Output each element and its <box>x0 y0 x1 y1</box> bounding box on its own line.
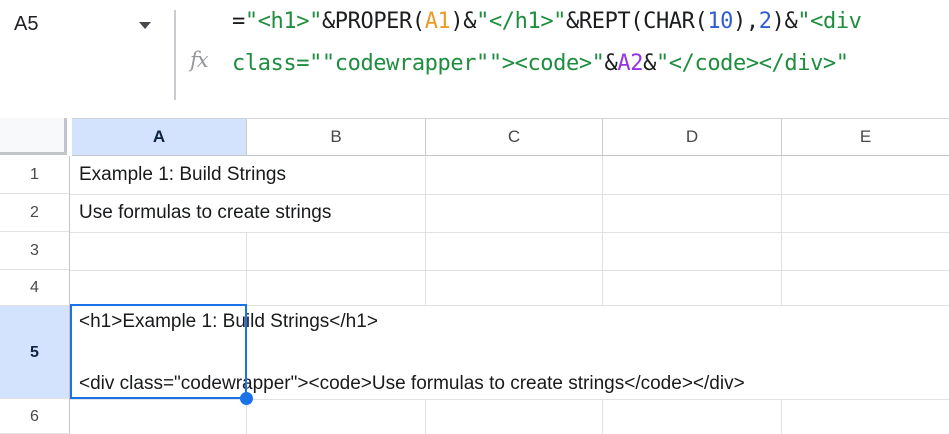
formula-bar-line-2[interactable]: class=""codewrapper""><code>"&A2&"</code… <box>232 49 849 79</box>
formula-token: 2 <box>758 9 772 34</box>
gridline <box>70 305 949 306</box>
gridline <box>70 399 949 400</box>
gridline <box>70 194 949 195</box>
formula-token: A1 <box>424 9 451 34</box>
gridline <box>781 156 782 306</box>
formula-token: &REPT(CHAR( <box>566 9 708 34</box>
formula-token: &PROPER( <box>321 9 425 34</box>
gridline <box>602 399 603 434</box>
formula-token: A2 <box>617 51 644 76</box>
row-header-5[interactable]: 5 <box>0 306 69 399</box>
column-header-b[interactable]: B <box>246 119 425 155</box>
namebox-formula-divider <box>174 10 176 100</box>
formula-token: = <box>232 9 245 34</box>
formula-token: class=""codewrapper""><code>" <box>232 51 605 76</box>
row-header-1[interactable]: 1 <box>0 156 69 194</box>
gridline <box>246 399 247 434</box>
column-header-e[interactable]: E <box>781 119 949 155</box>
cell-a2[interactable]: Use formulas to create strings <box>79 202 332 223</box>
gridline <box>425 156 426 306</box>
cell-a5-result-line-1[interactable]: <h1>Example 1: Build Strings</h1> <box>79 311 378 332</box>
gridline <box>70 270 949 271</box>
column-header-a[interactable]: A <box>72 119 246 155</box>
formula-token: )& <box>771 9 798 34</box>
formula-token: & <box>643 51 656 76</box>
row-header-6[interactable]: 6 <box>0 399 69 434</box>
cell-a5-result-line-2[interactable]: <div class="codewrapper"><code>Use formu… <box>79 373 745 394</box>
select-all-corner[interactable] <box>0 118 67 155</box>
column-header-c[interactable]: C <box>425 119 602 155</box>
formula-token: "<div <box>797 9 862 34</box>
fx-icon: fx <box>190 48 209 72</box>
gridline <box>781 399 782 434</box>
cell-a1[interactable]: Example 1: Build Strings <box>79 164 286 185</box>
row-header-3[interactable]: 3 <box>0 232 69 270</box>
name-box[interactable]: A5 <box>14 13 39 35</box>
formula-token: "</code></div>" <box>655 51 849 76</box>
formula-token: )& <box>450 9 477 34</box>
formula-token: ), <box>733 9 759 34</box>
fill-handle[interactable] <box>240 392 253 405</box>
row-header-2[interactable]: 2 <box>0 194 69 232</box>
formula-token: "</h1>" <box>476 9 567 34</box>
gridline <box>425 399 426 434</box>
formula-token: "<h1>" <box>244 9 322 34</box>
formula-token: 10 <box>707 9 734 34</box>
name-box-dropdown-icon[interactable] <box>139 22 151 29</box>
row-header-4[interactable]: 4 <box>0 270 69 306</box>
column-header-d[interactable]: D <box>602 119 781 155</box>
gridline <box>602 156 603 306</box>
formula-token: & <box>604 51 618 76</box>
formula-bar-line-1[interactable]: ="<h1>"&PROPER(A1)&"</h1>"&REPT(CHAR(10)… <box>232 7 862 37</box>
gridline <box>70 232 949 233</box>
gridline <box>246 232 247 306</box>
